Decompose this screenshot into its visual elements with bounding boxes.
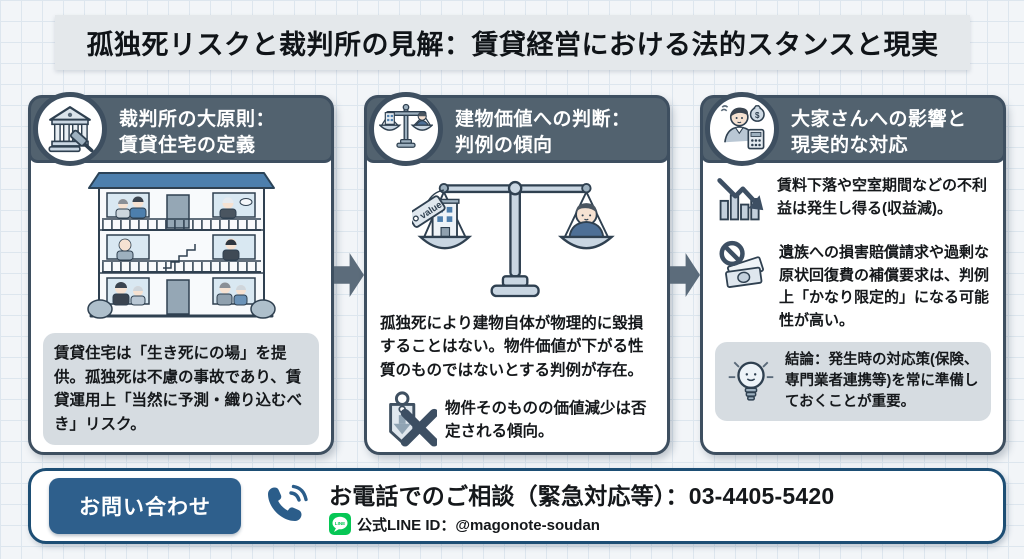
card1-title: 裁判所の大原則： 賃貸住宅の定義 [119, 107, 323, 159]
arrow-right-icon [670, 253, 700, 297]
no-compensation-money-icon [715, 240, 769, 299]
card3-title: 大家さんへの影響と 現実的な対応 [791, 107, 995, 159]
lightbulb-icon [725, 351, 777, 412]
card1-note-box: 賃貸住宅は「生き死にの場」を提供。孤独死は不慮の事故であり、賃貸運用上「当然に予… [43, 333, 319, 446]
value-scale-illustration: value [367, 165, 667, 307]
footer-contact-text: お電話でのご相談（緊急対応等）：03-4405-5420 LINE 公式LINE… [329, 477, 834, 535]
card2-point-text: 物件そのものの価値減少は否定される傾向。 [445, 400, 647, 441]
card2-title: 建物価値への判断： 判例の傾向 [455, 107, 659, 159]
cards-row: 裁判所の大原則： 賃貸住宅の定義 [28, 92, 1006, 455]
phone-consultation-text: お電話でのご相談（緊急対応等）：03-4405-5420 [329, 483, 835, 509]
declining-revenue-chart-icon [715, 173, 767, 230]
card-court-principle: 裁判所の大原則： 賃貸住宅の定義 [28, 92, 334, 455]
card-property-value: 建物価値への判断： 判例の傾向 [364, 92, 670, 455]
card3-title-line2: 現実的な対応 [791, 135, 909, 157]
card3-icon-circle: $ [705, 92, 779, 166]
landlord-money-calculator-icon: $ [715, 100, 769, 159]
line-id-text: 公式LINE ID：@magonote-soudan [357, 516, 600, 534]
contact-button[interactable]: お問い合わせ [49, 478, 241, 534]
page-title-bar: 孤独死リスクと裁判所の見解：賃貸経営における法的スタンスと現実 [55, 15, 970, 70]
card3-item-compensation: 遺族への損害賠償請求や過剰な原状回復費の補償要求は、判例上「かなり限定的」になる… [715, 240, 991, 332]
page-title: 孤独死リスクと裁判所の見解：賃貸経営における法的スタンスと現実 [86, 30, 939, 60]
apartment-residents-illustration [31, 168, 331, 326]
card2-icon-circle [369, 92, 443, 166]
line-app-icon: LINE [329, 513, 351, 535]
card-landlord-impact: $ 大家さんへの影響と 現実的な対応 [700, 92, 1006, 455]
phone-icon [261, 480, 309, 533]
card2-title-line1: 建物価値への判断： [455, 109, 631, 130]
card2-point-row: 物件そのものの価値減少は否定される傾向。 [379, 389, 657, 452]
card2-title-line2: 判例の傾向 [455, 135, 553, 157]
card3-item-revenue: 賃料下落や空室期間などの不利益は発生し得る(収益減)。 [715, 173, 991, 230]
card3-conclusion-box: 結論：発生時の対応策(保険、専門業者連携等)を常に準備しておくことが重要。 [715, 342, 991, 422]
contact-footer-bar: お問い合わせ お電話でのご相談（緊急対応等）：03-4405-5420 LINE… [28, 468, 1006, 544]
card1-title-line2: 賃貸住宅の定義 [119, 135, 256, 157]
card3-title-line1: 大家さんへの影響と [791, 109, 967, 130]
card1-icon-circle [33, 92, 107, 166]
line-id-row: LINE 公式LINE ID：@magonote-soudan [329, 513, 834, 535]
svg-text:LINE: LINE [335, 521, 345, 526]
svg-text:$: $ [755, 111, 760, 120]
arrow-right-icon [334, 253, 364, 297]
card1-title-line1: 裁判所の大原則： [119, 109, 276, 130]
card3-item1-text: 賃料下落や空室期間などの不利益は発生し得る(収益減)。 [777, 177, 988, 217]
card3-item2-text: 遺族への損害賠償請求や過剰な原状回復費の補償要求は、判例上「かなり限定的」になる… [779, 244, 990, 329]
card3-conclusion-text: 結論：発生時の対応策(保険、専門業者連携等)を常に準備しておくことが重要。 [785, 352, 979, 411]
courthouse-gavel-icon [43, 100, 97, 159]
card2-body-text: 孤独死により建物自体が物理的に毀損することはない。物件価値が下がる性質のものでは… [380, 315, 644, 379]
balance-scales-icon [378, 100, 434, 159]
price-tag-down-x-icon [379, 389, 439, 452]
card1-note-text: 賃貸住宅は「生き死にの場」を提供。孤独死は不慮の事故であり、賃貸運用上「当然に予… [54, 345, 303, 433]
